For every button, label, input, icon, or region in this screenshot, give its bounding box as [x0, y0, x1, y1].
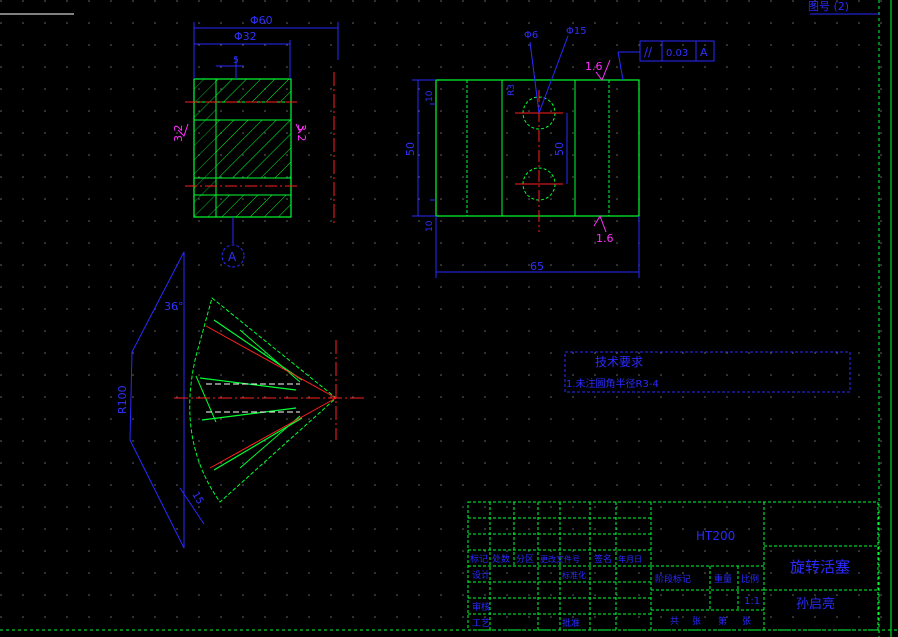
tb-left-label-1: 审核: [472, 601, 490, 613]
roughness-front-left: 3.2: [172, 125, 185, 143]
title-block[interactable]: HT200 旋转活塞 孙启亮 1:1 标记 处数 分区 更改文件号 签名 年月日…: [467, 501, 879, 631]
dim-side-radius: R3: [507, 84, 517, 96]
tb-stage-label-0: 阶段标记: [655, 573, 691, 585]
tolerance-datum: A: [700, 46, 708, 59]
dim-side-width: 65: [530, 260, 544, 273]
tolerance-value: 0.03: [666, 48, 688, 59]
side-outline: [435, 79, 640, 217]
tech-req-title: 技术要求: [595, 355, 643, 369]
tb-author: 孙启亮: [796, 596, 835, 612]
dim-side-bottom-gap: 10: [425, 220, 435, 232]
tb-scale: 1:1: [744, 596, 760, 607]
roughness-side-top: 1.6: [585, 60, 603, 73]
datum-a-circle: [221, 244, 245, 268]
tb-sheet-2: 第: [718, 615, 727, 627]
front-hatch-mid: [216, 120, 291, 178]
corner-label: 图号 (2): [808, 0, 849, 13]
dim-front-inner: Φ32: [234, 30, 257, 43]
front-view[interactable]: Φ60 Φ32 5 3.2 3.2 A: [172, 14, 339, 268]
dim-front-overall: Φ60: [250, 14, 273, 27]
tb-sheet-1: 张: [692, 616, 701, 627]
tb-mid-label-0: 标准化: [562, 570, 586, 580]
roughness-side-bottom: 1.6: [596, 232, 614, 245]
datum-a-label: A: [228, 250, 237, 264]
tb-header-4: 签名: [594, 553, 612, 565]
tb-header-0: 标记: [470, 553, 488, 565]
dim-side-hole-small: Φ6: [524, 30, 538, 41]
side-view[interactable]: 50 10 10 50 65 Φ6 Φ15 R3 1.6 1.6 // 0.03…: [404, 26, 715, 278]
fan-segments-outline: [189, 297, 337, 503]
dim-side-spacing: 50: [553, 142, 566, 156]
tb-header-1: 处数: [492, 553, 510, 565]
tb-material: HT200: [696, 529, 735, 543]
front-hatch-top: [216, 79, 291, 102]
dim-side-top-gap: 10: [425, 90, 435, 102]
tb-stage-label-2: 比例: [741, 573, 759, 585]
dim-side-height: 50: [404, 142, 417, 156]
technical-requirements[interactable]: 技术要求 1.未注圆角半径R3-4: [564, 351, 851, 393]
tb-header-3: 更改文件号: [540, 554, 580, 564]
tb-sheet-0: 共: [670, 616, 679, 627]
tolerance-symbol: //: [644, 45, 653, 59]
tb-header-5: 年月日: [618, 554, 642, 564]
tb-header-2: 分区: [516, 554, 534, 565]
fan-outline: [129, 251, 185, 549]
tb-stage-label-1: 重量: [714, 573, 732, 585]
tolerance-frame: [639, 40, 715, 62]
dim-fan-radius: R100: [116, 385, 129, 414]
tb-part-name: 旋转活塞: [790, 558, 850, 576]
dim-front-small: 5: [233, 56, 239, 66]
tb-mid-label-1: 批准: [562, 617, 580, 629]
front-hatch-left: [194, 79, 216, 217]
tb-sheet-3: 张: [742, 616, 751, 627]
dim-fan-angle: 36°: [164, 300, 184, 313]
tech-req-line1: 1.未注圆角半径R3-4: [566, 377, 659, 390]
dim-side-hole-large: Φ15: [566, 26, 587, 37]
tb-left-label-2: 工艺: [472, 618, 490, 629]
tb-left-label-0: 设计: [472, 569, 490, 581]
tech-req-box: [564, 351, 851, 393]
front-hatch-bot: [216, 195, 291, 217]
